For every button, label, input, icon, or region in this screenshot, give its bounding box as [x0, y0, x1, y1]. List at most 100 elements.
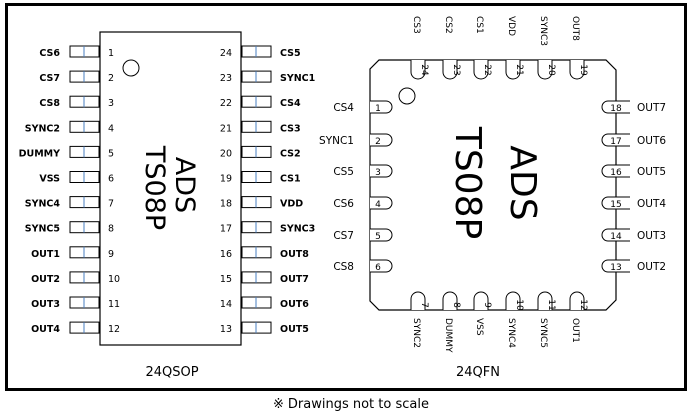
qfn-pin-name: CS3 [411, 16, 421, 34]
qfn-pin-18: 18 OUT7 [601, 100, 666, 114]
qfn-pin-19: 19 OUT8 [569, 16, 588, 80]
qfn-package-label: 24QFN [456, 365, 500, 380]
qfn-pin-name: CS2 [443, 16, 453, 34]
qfn-pin-number: 2 [375, 137, 381, 147]
qfn-pin-pad [473, 291, 489, 310]
qsop-pin-name: OUT5 [280, 324, 309, 335]
qsop-pin-name: CS7 [39, 73, 60, 84]
qfn-pin-name: OUT5 [637, 166, 666, 178]
qsop-pin-name: SYNC1 [280, 73, 315, 84]
qsop-pin-number: 13 [220, 324, 232, 335]
qfn-pin-pad [370, 100, 393, 114]
qfn-pin-number: 9 [482, 302, 492, 308]
note-text: Drawings not to scale [287, 397, 429, 412]
note-symbol: ※ [273, 397, 284, 412]
qsop-pin-number: 7 [108, 199, 114, 210]
qfn-pin-15: 15 OUT4 [601, 196, 666, 210]
qsop-pin-number: 11 [108, 299, 120, 310]
qsop-pin-name: CS2 [280, 148, 301, 159]
qfn-pin-name: DUMMY [443, 318, 453, 353]
qsop-pin-number: 8 [108, 224, 114, 235]
qfn-pin-number: 10 [514, 299, 524, 311]
qsop-body [99, 31, 242, 346]
qsop-pin-number: 5 [108, 148, 114, 159]
qsop-pin-name: OUT4 [31, 324, 60, 335]
qfn-pins: 24CS323CS222CS121VDD20SYNC319OUT87SYNC28… [319, 16, 666, 353]
qfn-pin-number: 18 [610, 104, 622, 114]
qfn-package: ADS TS08P 24CS323CS222CS121VDD20SYNC319O… [319, 16, 666, 380]
qsop-pin-number: 14 [220, 299, 232, 310]
qfn-pin-number: 5 [375, 232, 381, 242]
qsop-package-label: 24QSOP [145, 365, 198, 380]
qfn-pin-number: 19 [578, 64, 588, 76]
qfn-pin-pad [370, 164, 393, 178]
qfn-pin-pad [569, 291, 585, 310]
qfn-pin-number: 14 [610, 232, 622, 242]
qfn-pin-pad [601, 100, 630, 114]
qfn-pin-pad [370, 228, 393, 242]
qfn-pin-number: 11 [546, 299, 556, 310]
qfn-pin-name: CS6 [333, 198, 354, 210]
qfn-pin-pad [601, 259, 630, 273]
qsop-pin-number: 15 [220, 274, 232, 285]
qsop-pin-20: CS2 20 [220, 145, 301, 159]
qfn-pin-number: 16 [610, 168, 622, 178]
qsop-chip-name: ADS [169, 157, 200, 213]
qfn-pin-name: CS1 [474, 16, 484, 34]
qfn-pin-pad [370, 133, 393, 147]
qfn-pin-number: 23 [451, 64, 461, 75]
qfn-pin-pad [601, 133, 630, 147]
qfn-pin-pad [410, 291, 426, 310]
qfn-pin-name: SYNC5 [538, 318, 548, 348]
qsop-pin-number: 9 [108, 249, 114, 260]
qsop-pin-name: VSS [39, 174, 60, 185]
qsop-pin-name: OUT1 [31, 249, 60, 260]
qfn-pin-pad [410, 60, 426, 80]
qfn-pin-name: CS8 [333, 261, 354, 273]
qfn-pin1-marker [398, 87, 416, 105]
qsop-pin-name: CS6 [39, 48, 60, 59]
qfn-pin-number: 1 [375, 104, 381, 114]
qsop-pin-number: 16 [220, 249, 232, 260]
qsop-pin-number: 22 [220, 98, 232, 109]
qsop-pin-name: SYNC3 [280, 224, 315, 235]
qsop-pin-number: 20 [220, 148, 232, 159]
qfn-pin-number: 20 [546, 64, 556, 76]
qfn-pin-number: 4 [375, 200, 381, 210]
qsop-pin-number: 24 [220, 48, 232, 59]
qfn-pin-name: OUT4 [637, 198, 666, 210]
qfn-pin-name: OUT7 [637, 102, 666, 114]
diagram-frame [5, 3, 687, 391]
qfn-chip-part: TS08P [447, 126, 488, 239]
qsop-pin-number: 17 [220, 224, 232, 235]
qfn-pin-name: SYNC4 [506, 318, 516, 348]
qfn-pin-name: OUT6 [637, 135, 666, 147]
qfn-pin-24: 24 CS3 [410, 16, 429, 80]
qfn-pin-name: SYNC2 [411, 318, 421, 348]
qfn-pin-number: 3 [375, 168, 381, 178]
qfn-pin-number: 15 [610, 200, 621, 210]
qsop-pin-name: VDD [280, 199, 303, 210]
qfn-pin-name: OUT2 [637, 261, 666, 273]
qfn-pin-number: 24 [419, 64, 429, 76]
qsop-chip-part: TS08P [139, 145, 170, 230]
qfn-pin-name: OUT8 [570, 16, 580, 41]
